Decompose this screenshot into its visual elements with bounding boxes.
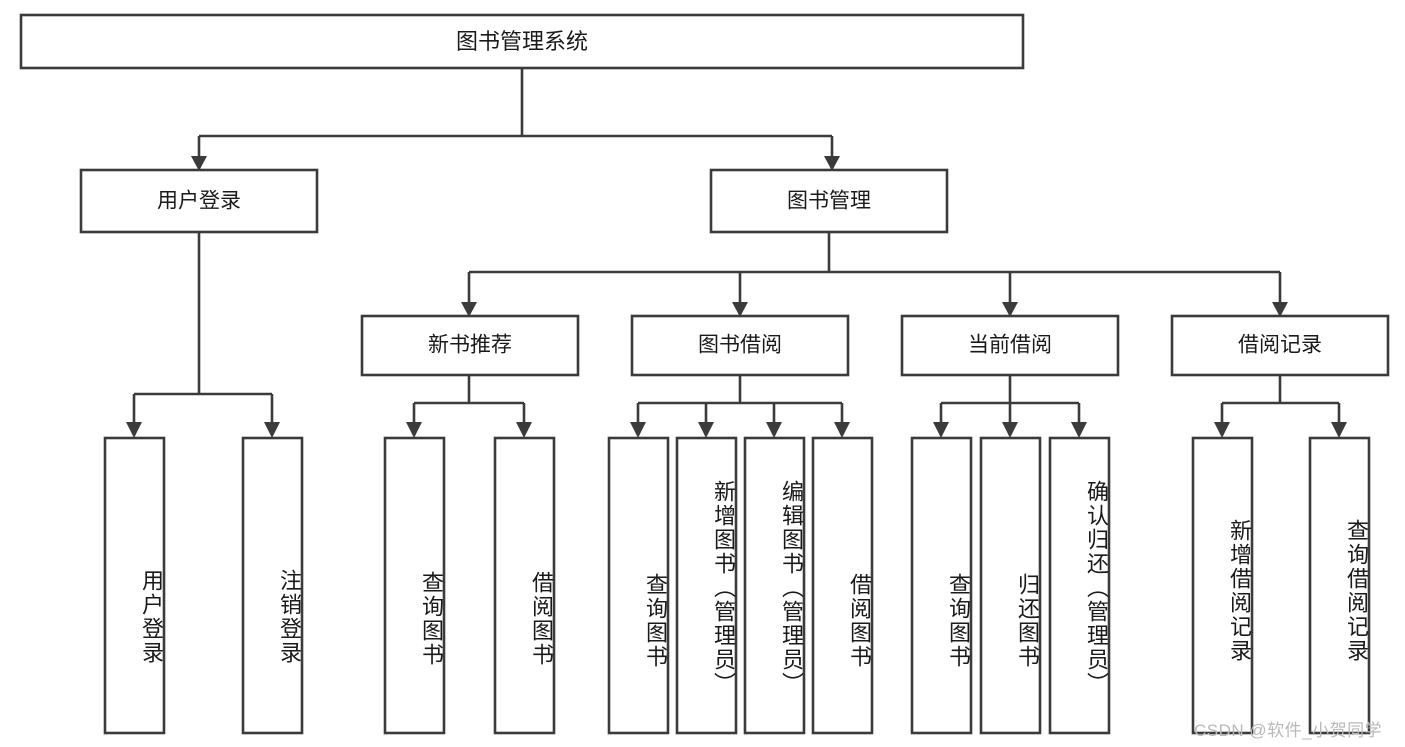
leaf-box-edit-book[interactable] xyxy=(743,436,806,735)
leaf-box-add-book[interactable] xyxy=(675,436,738,735)
node-book-management-label: 图书管理 xyxy=(787,190,871,213)
leaf-box-query-book-1[interactable] xyxy=(383,436,446,735)
connectors-newbook-to-leaves xyxy=(406,375,532,438)
leaf-box-add-record[interactable] xyxy=(1191,436,1254,735)
node-new-book-recommend[interactable]: 新书推荐 xyxy=(360,314,580,377)
leaf-box-query-book-2[interactable] xyxy=(607,436,670,735)
leaf-box-borrow-book-1[interactable] xyxy=(493,436,556,735)
node-root-label: 图书管理系统 xyxy=(456,29,588,54)
connectors-currentborrow-to-leaves xyxy=(933,375,1087,438)
connectors-bookborrow-to-leaves xyxy=(630,375,850,438)
leaf-boxes xyxy=(103,436,1371,735)
connectors-borrowrecord-to-leaves xyxy=(1214,375,1347,438)
node-root[interactable]: 图书管理系统 xyxy=(19,13,1025,70)
node-borrow-record-label: 借阅记录 xyxy=(1238,334,1322,357)
leaf-box-query-book-3[interactable] xyxy=(910,436,973,735)
node-new-book-recommend-label: 新书推荐 xyxy=(428,334,512,357)
leaf-box-return-book[interactable] xyxy=(979,436,1042,735)
node-user-login-label: 用户登录 xyxy=(157,190,241,213)
leaf-box-borrow-book-2[interactable] xyxy=(811,436,874,735)
watermark-text: CSDN @软件_小贺同学 xyxy=(1194,721,1383,740)
connectors-bookmgmt-to-level3 xyxy=(461,232,1288,317)
node-book-management[interactable]: 图书管理 xyxy=(709,168,949,234)
leaf-box-confirm-return[interactable] xyxy=(1048,436,1111,735)
node-borrow-record[interactable]: 借阅记录 xyxy=(1170,314,1390,377)
leaf-box-query-record[interactable] xyxy=(1308,436,1371,735)
leaf-box-user-login[interactable] xyxy=(103,436,166,735)
node-book-borrow-label: 图书借阅 xyxy=(698,334,782,357)
node-user-login[interactable]: 用户登录 xyxy=(79,168,319,234)
connectors-root-to-level2 xyxy=(191,68,840,171)
leaf-box-logout[interactable] xyxy=(241,436,304,735)
node-current-borrow[interactable]: 当前借阅 xyxy=(900,314,1120,377)
node-current-borrow-label: 当前借阅 xyxy=(968,334,1052,357)
node-book-borrow[interactable]: 图书借阅 xyxy=(630,314,850,377)
connectors-userlogin-to-leaves xyxy=(126,232,280,438)
